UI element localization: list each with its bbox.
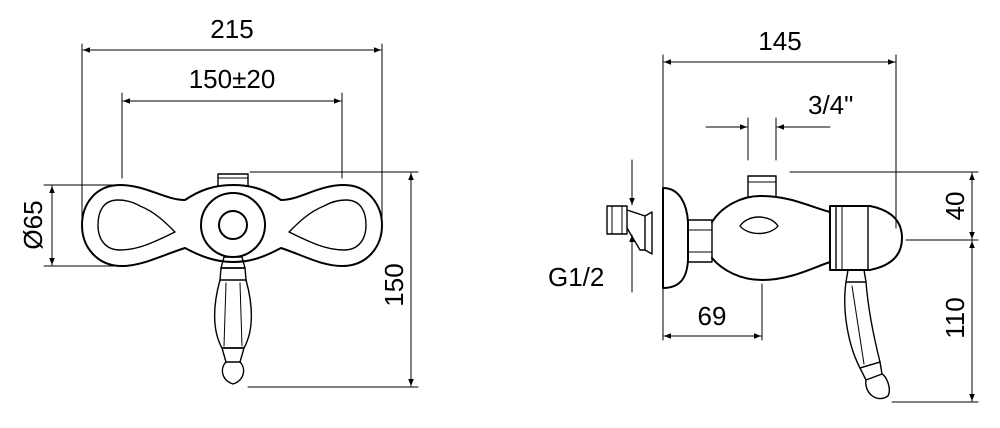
dim-label-150: 150 (379, 263, 409, 306)
central-hub (200, 192, 266, 258)
side-view: 145 3/4" G1/2 69 40 110 (548, 26, 979, 403)
dim-label-g12: G1/2 (548, 262, 604, 292)
side-top-cap (747, 175, 777, 197)
top-cap (217, 173, 249, 187)
dim-label-3-4: 3/4" (808, 90, 853, 120)
dim-label-110: 110 (940, 297, 970, 338)
dim-label-215: 215 (210, 14, 253, 44)
cartridge (829, 205, 903, 271)
dim-label-145: 145 (758, 26, 801, 56)
side-body (711, 195, 831, 281)
left-rosette-inner (97, 199, 176, 251)
dim-label-40: 40 (940, 192, 970, 221)
side-rosette (662, 187, 689, 289)
central-hub-inner (218, 210, 248, 240)
lever-handle (213, 256, 253, 385)
dim-label-150-20: 150±20 (189, 64, 276, 94)
front-view: 215 150±20 Ø65 150 (18, 14, 419, 388)
mixer-body-outline (81, 184, 383, 267)
wall-connector (606, 205, 653, 255)
dim-label-d65: Ø65 (18, 200, 48, 249)
dim-label-69: 69 (698, 301, 727, 331)
hex-nut (687, 219, 713, 263)
side-lever-handle (844, 269, 891, 400)
right-rosette-inner (288, 199, 367, 251)
